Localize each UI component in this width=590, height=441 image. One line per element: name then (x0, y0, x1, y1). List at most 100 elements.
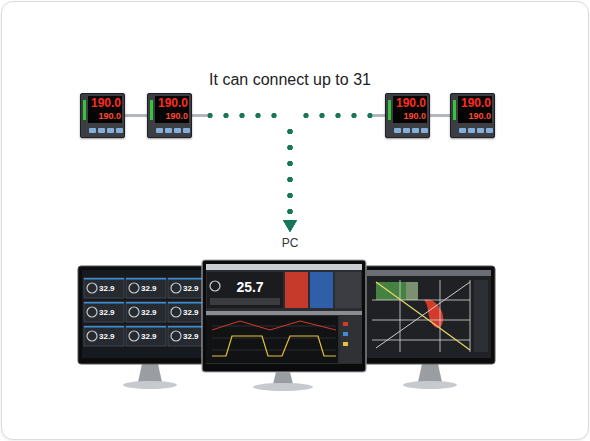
connector (192, 116, 297, 233)
screen-toolbar (206, 264, 362, 270)
status-bar (388, 100, 391, 120)
controller-button (89, 128, 96, 133)
screen-tile (126, 278, 166, 298)
gauge-icon (171, 283, 181, 293)
screen-value: 32.9 (141, 308, 165, 317)
pc-node: PC (70, 232, 510, 392)
tile-gauges (87, 283, 181, 341)
controller-button (459, 128, 466, 133)
grid-line (440, 280, 441, 352)
monitor-bezel (202, 260, 366, 372)
tile-accent-line (126, 278, 166, 280)
process-value: 190.0 (455, 97, 491, 110)
grid-line (212, 338, 336, 339)
grid-line (372, 320, 470, 321)
gauge-icon (210, 281, 220, 291)
controller-button (421, 128, 428, 133)
dotted-bus (210, 113, 290, 118)
set-value: 190.0 (390, 111, 426, 122)
temperature-controller: 190.0190.0 (80, 93, 125, 138)
temperature-controller: 190.0190.0 (450, 93, 495, 138)
dotted-bus (210, 113, 290, 118)
chart-grid (372, 280, 470, 352)
chart-line (212, 321, 336, 330)
node-label: PC (70, 236, 510, 250)
controller-button (394, 128, 401, 133)
gauge-icon (129, 331, 139, 341)
controller-display: 190.0190.0 (393, 96, 427, 123)
chart-area (206, 316, 338, 363)
screen-value: 32.9 (141, 332, 165, 341)
controller-button (183, 128, 190, 133)
controller-button (403, 128, 410, 133)
arrow-head (283, 220, 297, 232)
gauge-icon (87, 307, 97, 317)
screen-value: 32.9 (183, 284, 207, 293)
tile-accent (84, 278, 208, 328)
monitor-neck (138, 364, 162, 382)
tile-accent-line (84, 302, 124, 304)
tile-accent-line (126, 326, 166, 328)
dotted-bus (288, 132, 293, 219)
side-panel (335, 272, 361, 308)
chart-step-line (212, 336, 336, 356)
set-value: 190.0 (85, 111, 121, 122)
note-text: It can connect up to 31 (180, 71, 400, 89)
status-bar (453, 100, 456, 120)
gauge-icon (171, 331, 181, 341)
controller-button (174, 128, 181, 133)
monitor-neck (418, 364, 442, 382)
gauge-icon (87, 283, 97, 293)
process-value: 190.0 (152, 97, 188, 110)
tile-grid (84, 278, 208, 346)
panel-buttons (210, 298, 280, 305)
screen-value: 32.9 (183, 332, 207, 341)
arrow-head (283, 220, 297, 232)
controller-display: 190.0190.0 (155, 96, 189, 123)
screen-tile (126, 326, 166, 346)
chart-trend (376, 282, 470, 348)
dotted-bus (290, 113, 370, 118)
legend-chip (343, 332, 348, 336)
right-monitor (363, 266, 495, 389)
tile-accent-line (84, 326, 124, 328)
screen-value: 32.9 (99, 284, 123, 293)
value-panel (207, 272, 283, 308)
controller-button (412, 128, 419, 133)
signal-wire (192, 114, 210, 117)
chart-area (406, 282, 418, 300)
controller-button (98, 128, 105, 133)
grid-line (470, 280, 471, 352)
middle-monitor (202, 260, 366, 391)
chart-sidebar (474, 280, 488, 352)
controller-button (468, 128, 475, 133)
process-value: 190.0 (390, 97, 426, 110)
grid-line (400, 280, 401, 352)
tile-accent-line (84, 278, 124, 280)
legend-chip (343, 322, 348, 326)
monitor-base (403, 381, 457, 389)
screen-tile (126, 302, 166, 322)
monitor-base (123, 381, 177, 389)
chart-header (206, 311, 362, 315)
chart-grid (212, 326, 336, 350)
screen-toolbar (367, 270, 491, 276)
gauge-icon (129, 283, 139, 293)
controller-button (156, 128, 163, 133)
controller-display: 190.0190.0 (458, 96, 492, 123)
temperature-controller: 190.0190.0 (147, 93, 192, 138)
monitor-screen (206, 264, 362, 364)
tile-accent-line (126, 302, 166, 304)
grid-line (372, 300, 470, 301)
dotted-bus (288, 132, 293, 219)
chart-trend (376, 282, 470, 350)
controller-button (165, 128, 172, 133)
screen-value: 32.9 (183, 308, 207, 317)
controller-button (486, 128, 493, 133)
connector (283, 116, 450, 233)
chart-legend-panel (340, 316, 362, 363)
dotted-bus (290, 113, 370, 118)
controller-button (477, 128, 484, 133)
